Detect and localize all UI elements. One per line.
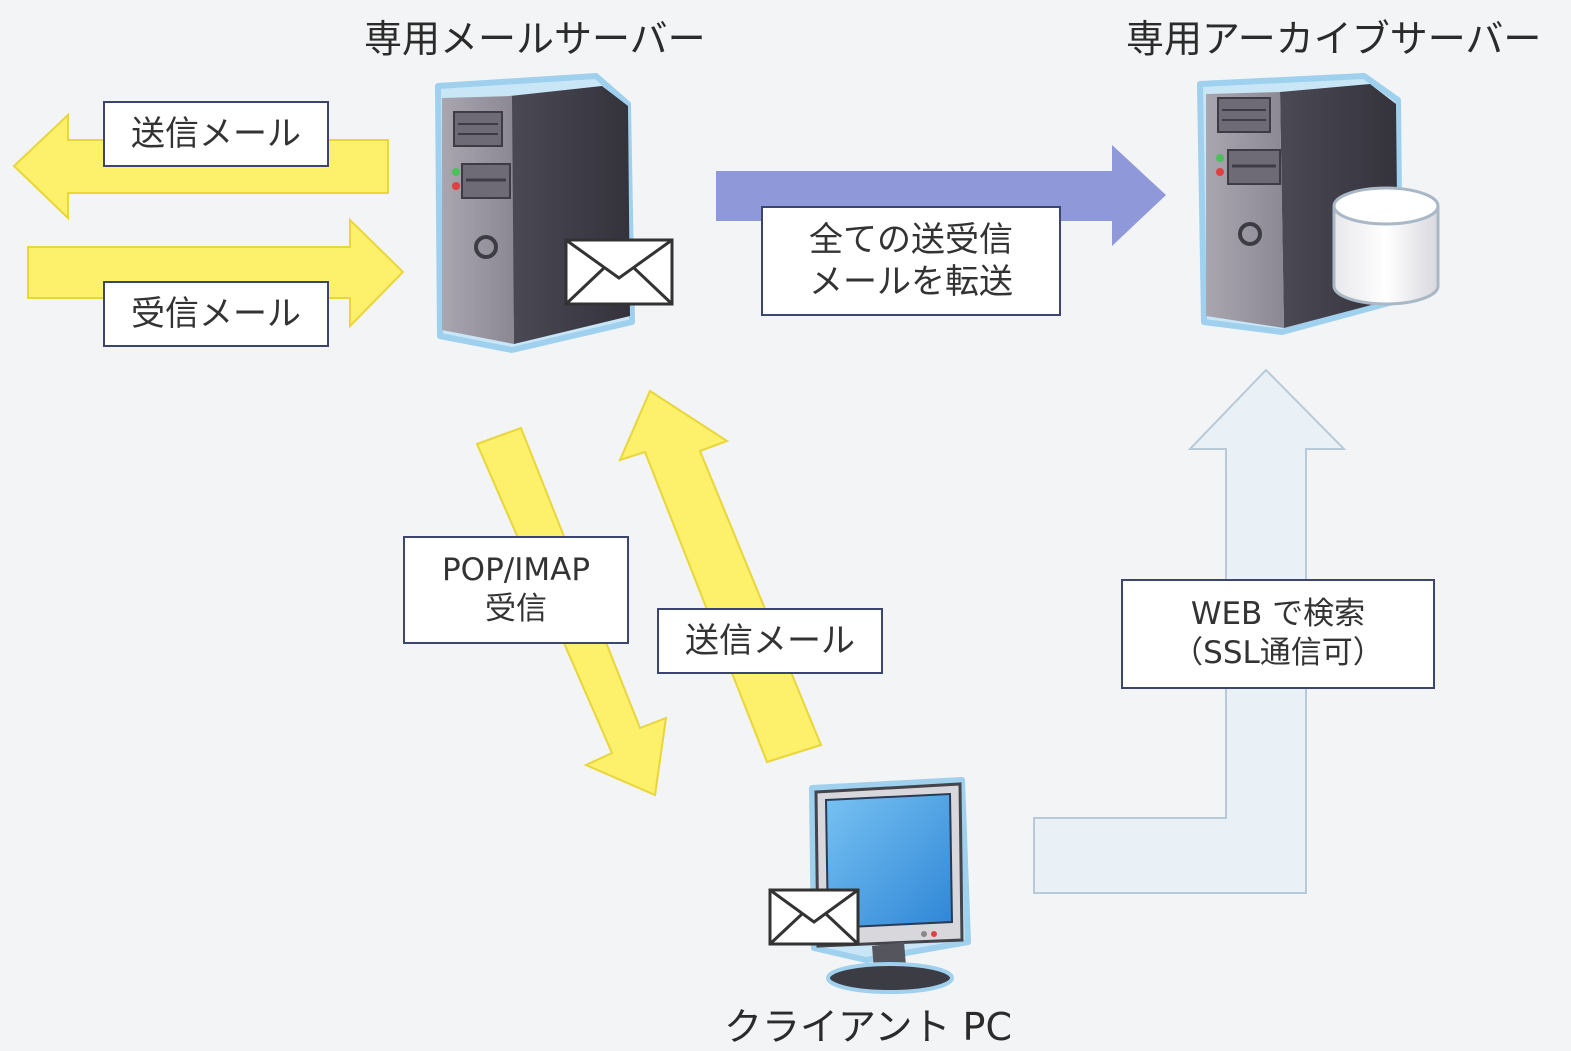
mail-server-title: 専用メールサーバー [364,17,706,61]
web-search-line2: （SSL通信可） [1172,635,1384,671]
incoming-mail-arrow [27,217,405,329]
pop-imap-line2: 受信 [485,591,547,627]
envelope-icon [768,888,860,946]
pop-imap-line1: POP/IMAP [441,552,591,589]
client-send-label: 送信メール [657,608,883,674]
client-send-text: 送信メール [685,620,855,661]
incoming-mail-label: 受信メール [103,281,329,347]
outgoing-mail-label: 送信メール [103,101,329,167]
outgoing-mail-text: 送信メール [131,113,301,154]
incoming-mail-text: 受信メール [131,293,301,334]
pop-imap-label: POP/IMAP 受信 [403,536,629,644]
web-search-line1: WEB で検索 [1190,596,1366,633]
client-pc-title: クライアント PC [724,1005,1013,1049]
mail-server-icon [435,73,635,353]
envelope-icon [564,238,674,306]
forward-all-line1: 全ての送受信 [809,219,1013,260]
monitor-icon [809,777,971,994]
database-icon [1332,186,1440,306]
forward-all-label: 全ての送受信 メールを転送 [761,206,1061,316]
archive-server-title: 専用アーカイブサーバー [1126,17,1542,61]
web-search-label: WEB で検索 （SSL通信可） [1121,579,1435,689]
forward-all-line2: メールを転送 [809,262,1013,302]
client-send-arrow [618,389,823,764]
